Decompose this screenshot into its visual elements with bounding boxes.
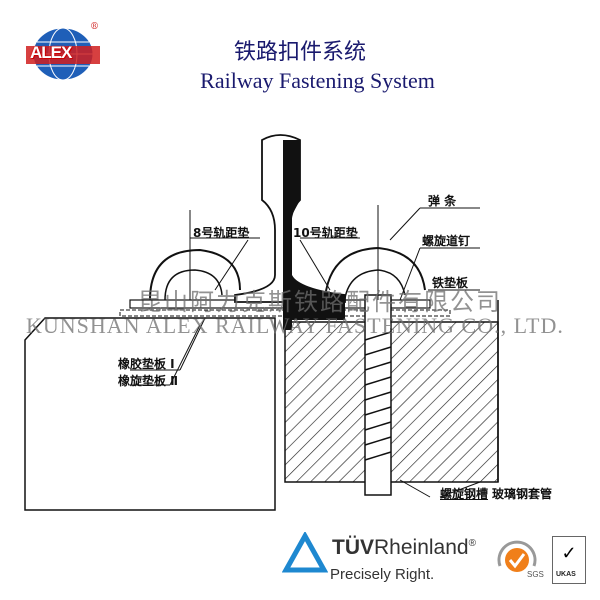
registered-mark: ® [90, 22, 99, 32]
logo-brand-text: ALEX [30, 43, 72, 62]
watermark-company-en: KUNSHAN ALEX RAILWAY FASTENING CO., LTD. [26, 313, 564, 338]
label-frp-sleeve: 玻璃钢套管 [492, 487, 553, 501]
sgs-label: SGS [527, 570, 544, 579]
label-rubber-pad-2: 橡旋垫板 Ⅱ [118, 374, 179, 388]
check-icon: ✓ [561, 543, 577, 564]
title-chinese: 铁路扣件系统 [233, 40, 366, 65]
tuv-rest: Rheinland [374, 536, 469, 559]
tuv-reg: ® [468, 538, 476, 549]
tuv-triangle-icon [282, 532, 328, 573]
sleeper-outline [24, 317, 276, 511]
alex-logo [18, 22, 108, 84]
rail-section [283, 140, 300, 330]
label-gauge-pad-10: 10号轨距垫 [293, 226, 358, 240]
label-spring-clip: 弹 条 [428, 194, 457, 208]
watermark-company-cn: 昆山阿力克斯铁路配件有限公司 [138, 288, 502, 316]
spring-clip-left [149, 248, 241, 301]
label-rubber-pad-1: 橡胶垫板 I [118, 357, 175, 371]
tuv-bold: TÜV [332, 536, 374, 559]
title-english: Railway Fastening System [200, 68, 435, 93]
ukas-badge: ✓ [552, 536, 586, 584]
ukas-label: UKAS [556, 571, 576, 578]
label-iron-tie-plate: 铁垫板 [432, 276, 469, 290]
label-screw-spike: 螺旋道钉 [422, 234, 471, 248]
label-gauge-pad-8: 8号轨距垫 [193, 226, 250, 240]
globe-logo-icon [26, 27, 100, 81]
tuv-rheinland-name: TÜVRheinland® [332, 536, 476, 560]
sgs-badge-icon [497, 540, 537, 572]
tuv-tagline: Precisely Right. [330, 566, 435, 583]
label-spiral-rebar: 螺旋钢槽 [440, 487, 489, 501]
